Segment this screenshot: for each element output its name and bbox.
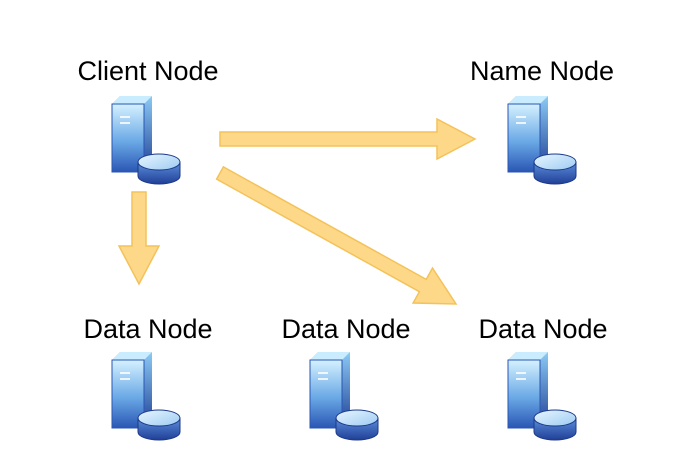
name-node-label: Name Node bbox=[469, 56, 615, 86]
server-database-icon-name bbox=[507, 95, 577, 185]
arrow-client-to-name bbox=[219, 117, 477, 161]
server-database-icon-data-1 bbox=[111, 351, 181, 441]
arrow-client-to-data-1 bbox=[117, 191, 161, 286]
server-database-icon-data-2 bbox=[309, 351, 379, 441]
arrow-client-to-data-3 bbox=[215, 165, 458, 305]
server-database-icon-client bbox=[111, 95, 181, 185]
data-node-label-3: Data Node bbox=[478, 314, 608, 344]
data-node-label-1: Data Node bbox=[83, 314, 213, 344]
server-database-icon-data-3 bbox=[507, 351, 577, 441]
client-node-label: Client Node bbox=[77, 56, 219, 86]
data-node-label-2: Data Node bbox=[281, 314, 411, 344]
